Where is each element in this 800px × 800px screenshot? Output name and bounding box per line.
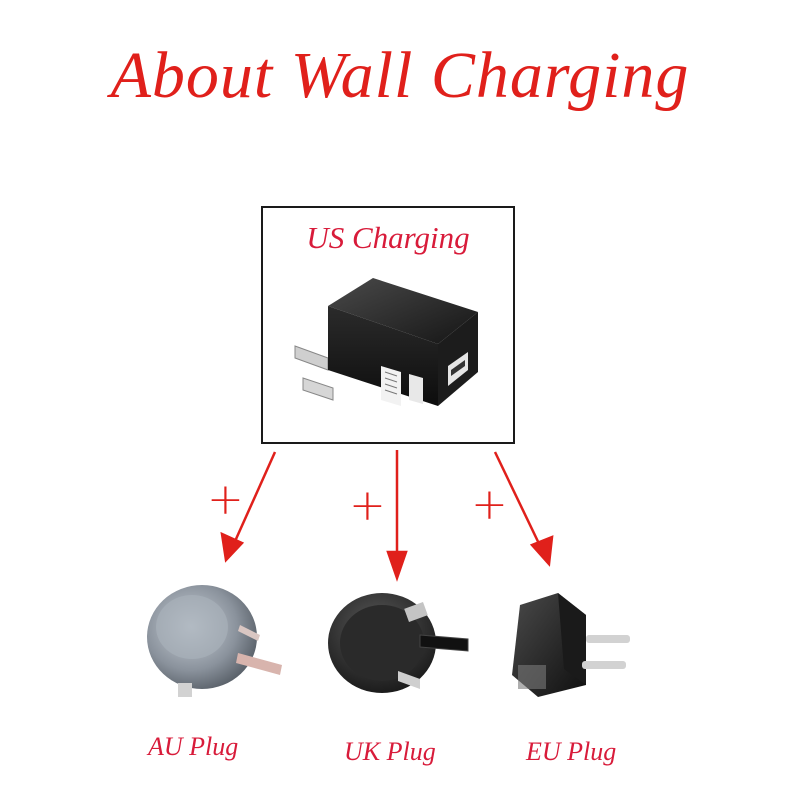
uk-plug-icon — [328, 593, 469, 693]
uk-plug-label: UK Plug — [344, 737, 436, 766]
au-plug-icon — [147, 585, 282, 697]
plus-sign-eu: + — [471, 479, 508, 530]
arrowhead-au — [220, 531, 245, 563]
us-charging-box: US Charging — [261, 206, 515, 444]
eu-plug-icon — [512, 593, 630, 697]
us-plug-adapter-icon — [294, 278, 478, 406]
arrowhead-eu — [529, 535, 554, 567]
arrow-to-eu — [493, 451, 545, 553]
au-plug-label: AU Plug — [148, 732, 239, 761]
us-charging-label: US Charging — [306, 220, 470, 255]
arrow-to-au — [230, 451, 277, 549]
arrowhead-uk — [386, 550, 408, 582]
page-title: About Wall Charging — [110, 39, 690, 112]
plus-sign-au: + — [207, 474, 244, 525]
eu-plug-label: EU Plug — [526, 737, 617, 766]
plus-sign-uk: + — [349, 480, 386, 531]
